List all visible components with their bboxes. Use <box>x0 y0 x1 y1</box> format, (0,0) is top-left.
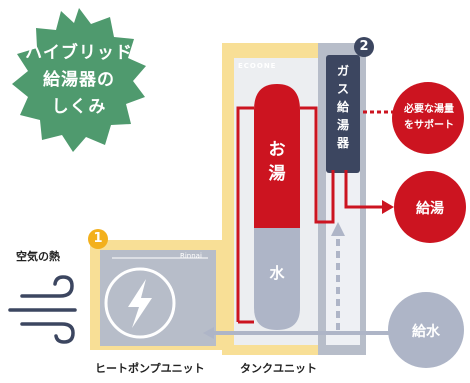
hot-water-arrow <box>382 200 394 214</box>
heat-pump-label: ヒートポンプユニット <box>95 362 205 375</box>
air-heat-label: 空気の熱 <box>16 250 60 263</box>
cold-water-tank-label: 水 <box>269 264 285 282</box>
gas-char: ス <box>336 82 349 96</box>
water-in-label: 給水 <box>412 324 440 340</box>
heat-pump-badge: 1 <box>88 229 108 249</box>
hot-char: 湯 <box>268 164 286 184</box>
title-line-3: しくみ <box>51 97 107 117</box>
lightning-icon <box>128 279 152 328</box>
hot-water-tank-label: お 湯 <box>254 138 300 186</box>
cold-water-pipe <box>203 222 395 339</box>
gas-char: 湯 <box>336 118 349 132</box>
support-line-1: 必要な湯量 <box>404 104 454 115</box>
gas-heater-box <box>326 55 360 173</box>
support-circle <box>392 82 464 154</box>
tank-brand: ECOONE <box>238 62 277 70</box>
hot-char: お <box>268 140 286 160</box>
gas-unit-badge: 2 <box>354 37 374 57</box>
wind-icon <box>8 275 77 344</box>
gas-char: 器 <box>336 136 349 150</box>
support-text: 必要な湯量 をサポート <box>394 102 464 134</box>
heat-pump-brand: Rinnai <box>180 252 202 260</box>
gas-heater-label: ガ ス 給 湯 器 <box>332 62 354 152</box>
gas-char: ガ <box>336 64 349 78</box>
title-line-2: 給湯器の <box>43 70 115 90</box>
tank-unit-label: タンクユニット <box>240 362 317 375</box>
title-seal <box>12 8 146 152</box>
hot-water-out-label: 給湯 <box>416 201 444 217</box>
storage-tank <box>254 84 300 330</box>
water-in-circle <box>388 292 464 368</box>
title-line-1: ハイブリッド <box>25 43 133 63</box>
hot-water-pipe <box>236 106 384 324</box>
hot-water-circle <box>394 171 466 243</box>
title-text: ハイブリッド 給湯器の しくみ <box>24 40 134 121</box>
support-line-2: をサポート <box>404 120 454 131</box>
gas-char: 給 <box>336 100 349 114</box>
